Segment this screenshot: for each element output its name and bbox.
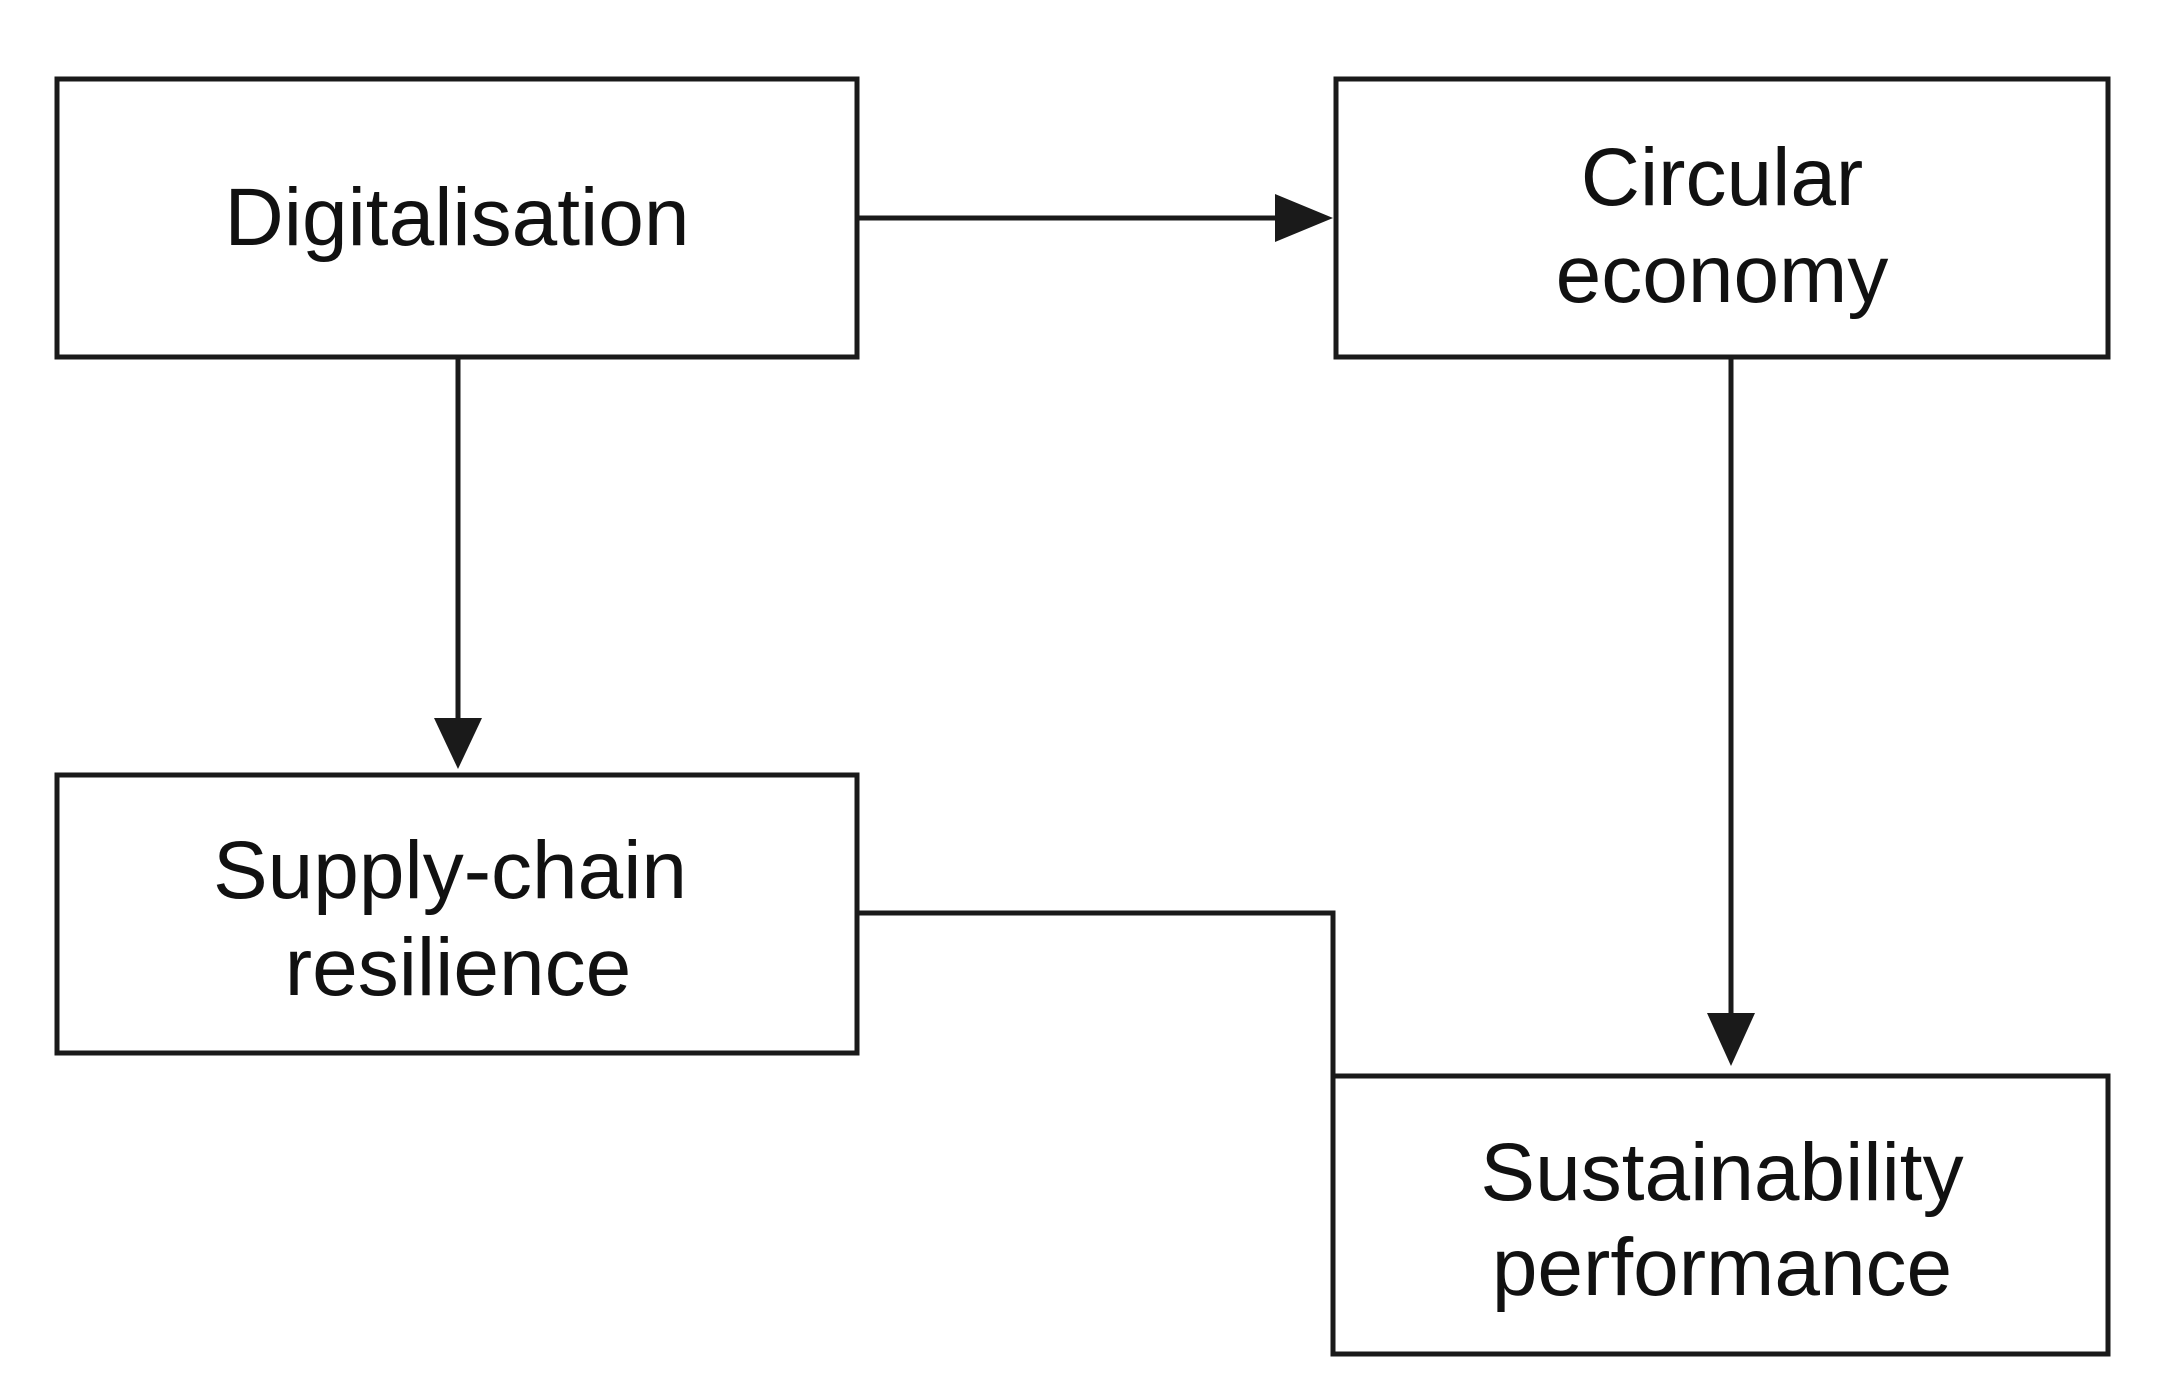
arrowhead-down-icon	[1707, 1013, 1755, 1066]
node-label: Digitalisation	[225, 172, 690, 263]
node-label: Sustainability	[1480, 1127, 1963, 1218]
node-sustainability-performance: Sustainability performance	[1330, 1073, 2111, 1357]
node-supply-chain-resilience: Supply-chain resilience	[54, 772, 860, 1056]
edge-supply-chain-resilience-to-sustainability-performance	[857, 910, 1336, 1076]
node-label: performance	[1492, 1222, 1952, 1313]
node-digitalisation: Digitalisation	[54, 76, 860, 360]
arrowhead-right-icon	[1275, 194, 1333, 242]
node-circular-economy: Circular economy	[1333, 76, 2111, 360]
node-label: Supply-chain	[213, 825, 687, 916]
arrowhead-down-icon	[434, 718, 482, 769]
node-label: economy	[1556, 229, 1889, 320]
node-label: Circular	[1581, 132, 1863, 223]
edges	[434, 194, 1755, 1076]
node-label: resilience	[285, 922, 631, 1013]
